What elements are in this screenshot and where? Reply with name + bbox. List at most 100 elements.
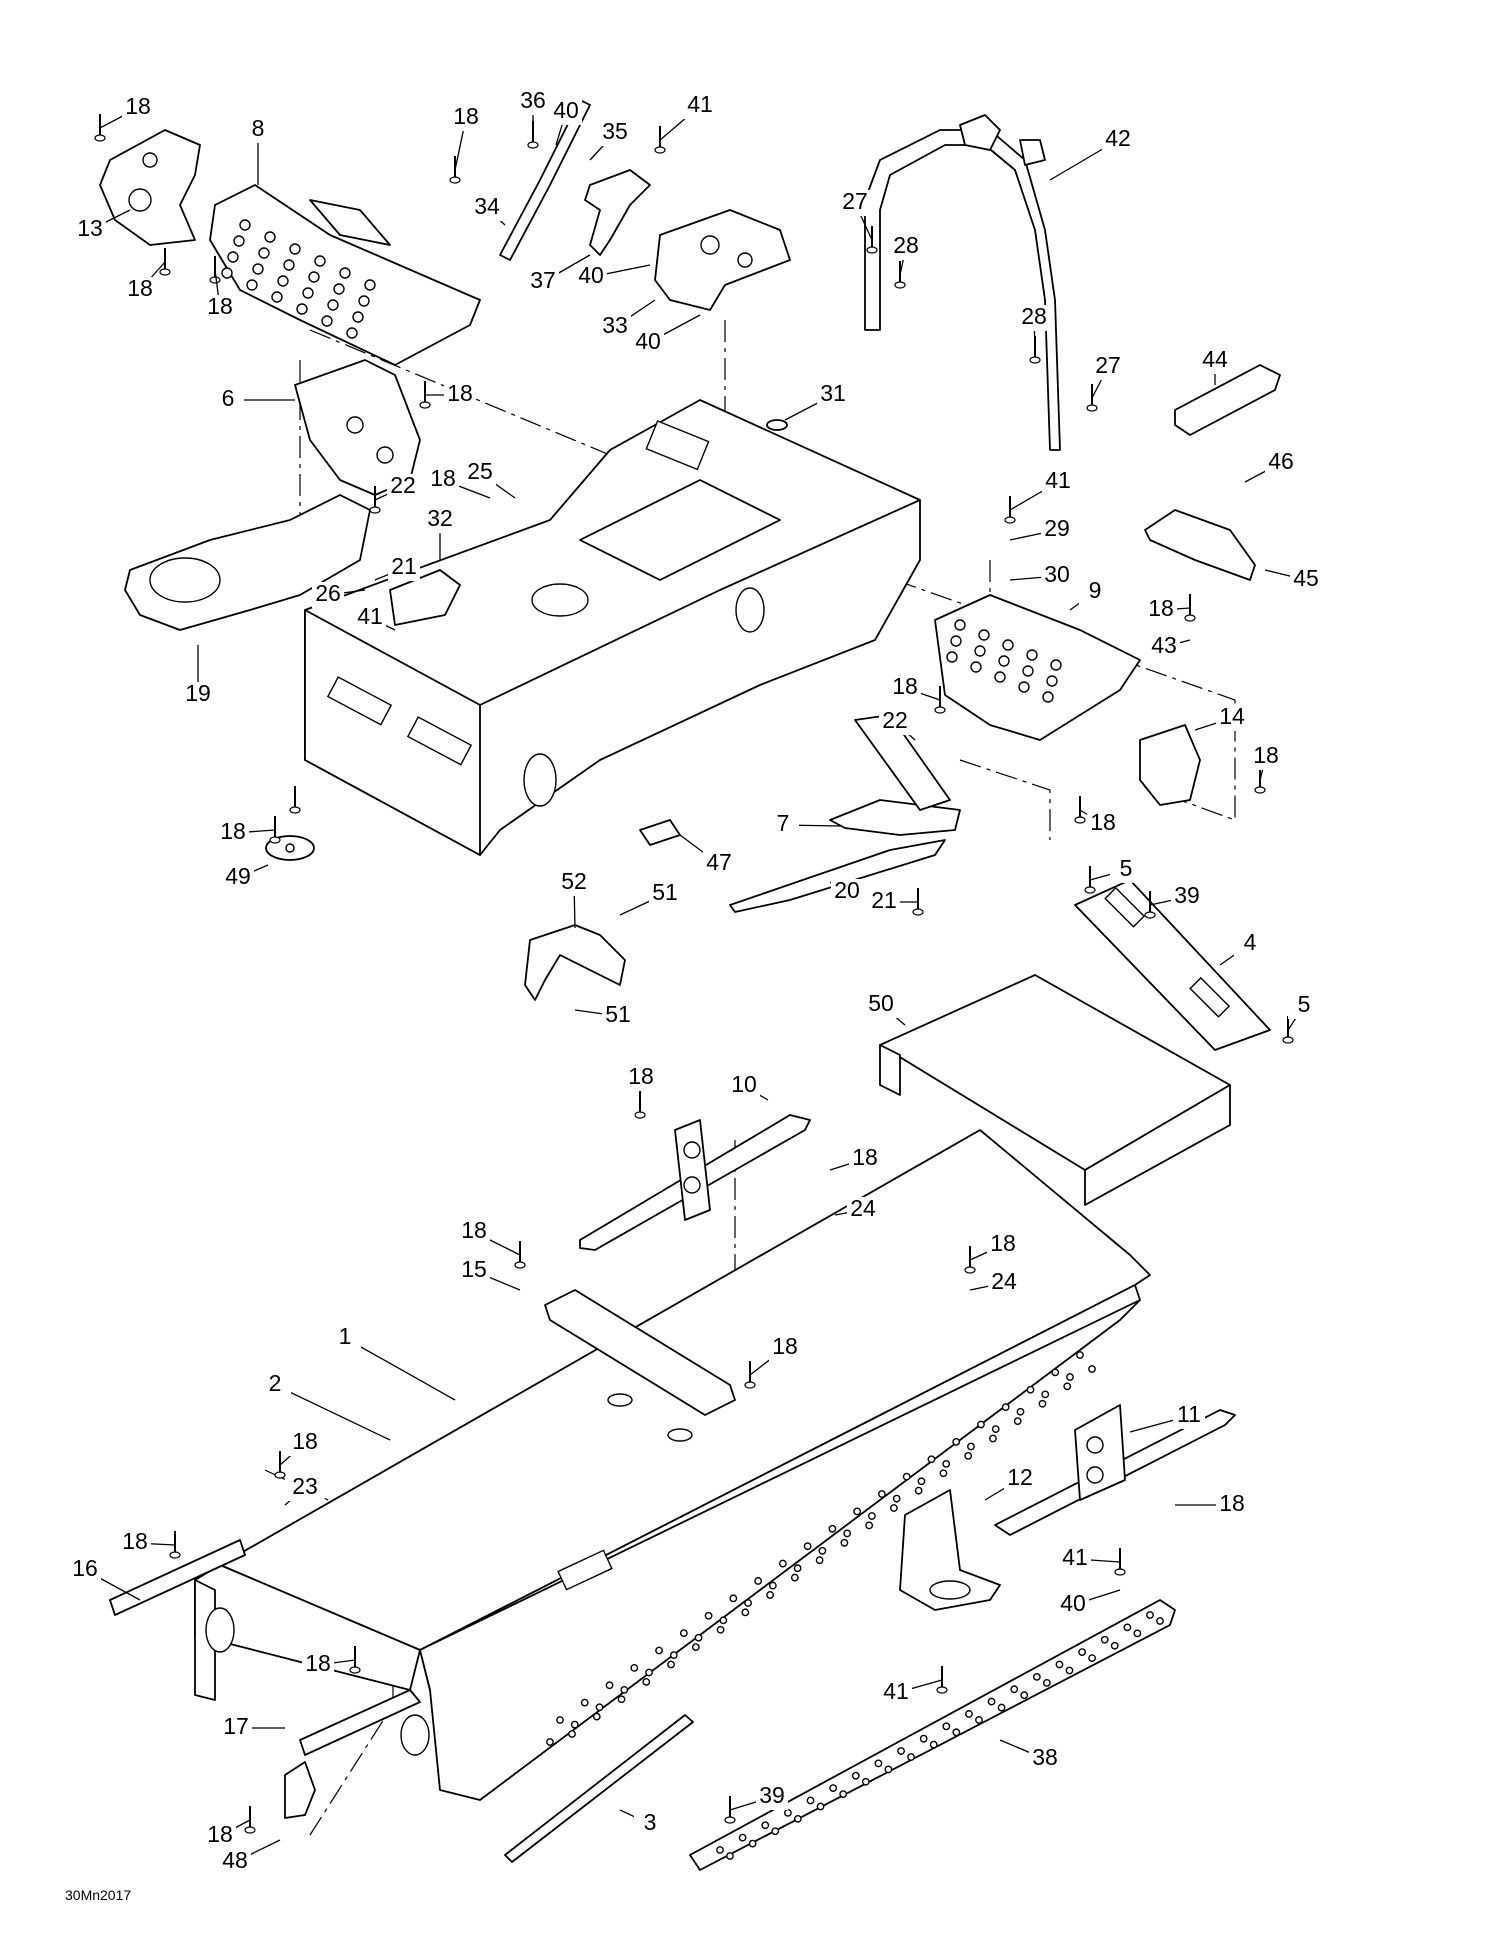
part-14-bracket (1139, 724, 1201, 806)
part-15-bracket (544, 1289, 736, 1416)
perforation (975, 1716, 983, 1724)
perforation (630, 1663, 639, 1672)
perforation (929, 1740, 938, 1749)
callout-bg (222, 865, 254, 891)
callout-22: 22 (390, 472, 416, 498)
perforation (1038, 1399, 1047, 1408)
perforation (1066, 1373, 1074, 1381)
callout-40: 40 (1060, 1590, 1086, 1616)
callout-41: 41 (357, 603, 383, 629)
rivet-icon (289, 786, 301, 814)
callout-27: 27 (842, 188, 868, 214)
part-3-rod (504, 1714, 694, 1863)
callout-bg (458, 1219, 490, 1245)
hole (296, 303, 308, 315)
perforation (1055, 1660, 1064, 1669)
callout-18: 18 (207, 1821, 233, 1847)
perforation (878, 1490, 886, 1498)
callout-39: 39 (1174, 882, 1200, 908)
callout-14: 14 (1219, 703, 1245, 729)
perforation (580, 1698, 589, 1707)
hole (302, 287, 314, 299)
part-13-bracket (99, 129, 201, 246)
callout-45: 45 (1293, 565, 1319, 591)
callout-bg (527, 269, 559, 295)
callout-20: 20 (834, 877, 860, 903)
callout-40: 40 (553, 97, 579, 123)
part-8-bracket (209, 184, 481, 366)
perforation (853, 1507, 862, 1516)
perforation (1016, 1407, 1025, 1416)
rivet-icon (866, 226, 878, 254)
callout-31: 31 (820, 380, 846, 406)
callout-bg (558, 870, 590, 896)
callout-35: 35 (602, 118, 628, 144)
callout-23: 23 (292, 1473, 318, 1499)
callout-21: 21 (871, 887, 897, 913)
callout-42: 42 (1105, 125, 1131, 151)
callout-bg (1087, 811, 1119, 837)
callout-19: 19 (185, 680, 211, 706)
perforation (902, 1472, 911, 1481)
callout-24: 24 (850, 1195, 876, 1221)
callout-bg (329, 1325, 361, 1351)
callout-bg (1102, 127, 1134, 153)
perforation (766, 1591, 774, 1599)
part-33-plate (654, 209, 791, 311)
callout-bg (1171, 884, 1203, 910)
perforation (1123, 1623, 1132, 1632)
perforation (592, 1712, 601, 1721)
callout-18: 18 (852, 1144, 878, 1170)
callout-bg (987, 1232, 1019, 1258)
callout-41: 41 (687, 91, 713, 117)
part-19-skid-plate (124, 494, 371, 631)
callout-41: 41 (1062, 1544, 1088, 1570)
callout-bg (1216, 705, 1248, 731)
callout-18: 18 (447, 380, 473, 406)
part-44-handle (1174, 364, 1281, 436)
callout-18: 18 (125, 93, 151, 119)
perforation (1078, 1648, 1087, 1657)
perforation (952, 1438, 961, 1446)
hole (1050, 659, 1062, 671)
callout-22: 22 (882, 707, 908, 733)
perforation (964, 1452, 973, 1460)
perforation (1063, 1382, 1072, 1391)
part-34-strip (499, 99, 591, 261)
perforation (694, 1633, 703, 1642)
callout-18: 18 (220, 818, 246, 844)
callout-41: 41 (1045, 467, 1071, 493)
callout-bg (122, 95, 154, 121)
callout-7: 7 (777, 810, 790, 836)
callout-bg (1288, 993, 1320, 1019)
perforation (892, 1494, 901, 1503)
callout-30: 30 (1044, 561, 1070, 587)
callout-3: 3 (644, 1809, 657, 1835)
callout-bg (1059, 1546, 1091, 1572)
hole (364, 279, 376, 291)
callout-bg (889, 675, 921, 701)
rivet-icon (654, 126, 666, 154)
callout-40: 40 (578, 262, 604, 288)
callout-18: 18 (122, 1528, 148, 1554)
perforation (669, 1651, 678, 1659)
perforation (1041, 1390, 1050, 1399)
perforation (1001, 1403, 1010, 1412)
callout-18: 18 (453, 103, 479, 129)
part-20-runner (729, 839, 946, 913)
callout-15: 15 (461, 1256, 487, 1282)
leader-line (274, 1384, 391, 1441)
callout-bg (550, 99, 582, 125)
perforation (1088, 1654, 1097, 1663)
part-12-bracket (899, 1489, 1001, 1611)
perforation (1065, 1666, 1074, 1675)
callout-bg (458, 1258, 490, 1284)
perforation (568, 1730, 576, 1738)
perforation (914, 1486, 923, 1495)
callout-bg (817, 382, 849, 408)
perforation (919, 1734, 928, 1743)
perforation (818, 1546, 827, 1555)
drawing-code: 30Mn2017 (65, 1887, 131, 1903)
perforation (1032, 1672, 1041, 1681)
